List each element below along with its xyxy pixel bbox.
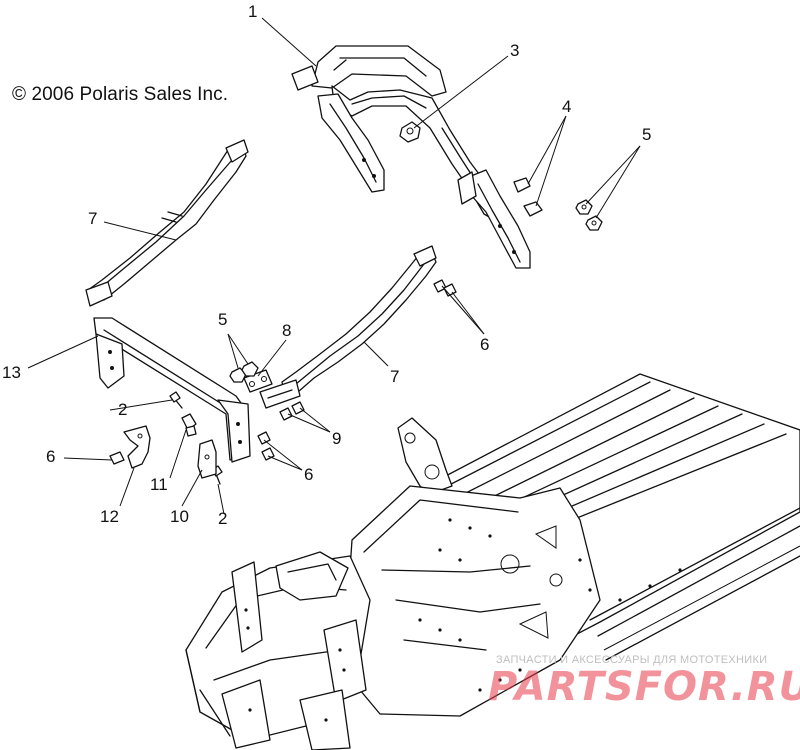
part-steering-support xyxy=(291,45,531,269)
callout-9: 9 xyxy=(332,429,342,448)
part-5-nuts-right xyxy=(575,199,603,231)
part-6-fasteners-upper xyxy=(433,279,457,297)
copyright-notice: © 2006 Polaris Sales Inc. xyxy=(12,84,229,105)
part-7-left-strut xyxy=(85,139,249,307)
callout-1: 1 xyxy=(248,2,258,21)
callout-6-upper: 6 xyxy=(480,335,490,354)
callout-12: 12 xyxy=(100,507,119,526)
callout-10: 10 xyxy=(170,507,189,526)
part-6-bolt-left xyxy=(109,451,125,465)
watermark-tagline: ЗАПЧАСТИ И АКСЕССУАРЫ ДЛЯ МОТОТЕХНИКИ xyxy=(496,654,768,666)
part-13-cross-member xyxy=(93,317,251,463)
part-9-fasteners xyxy=(279,401,305,421)
callout-7-right: 7 xyxy=(390,367,400,386)
callout-5-right: 5 xyxy=(642,125,652,144)
part-3-fastener xyxy=(399,121,421,143)
callout-2-lower: 2 xyxy=(218,509,228,528)
callout-11: 11 xyxy=(150,475,168,494)
chassis-tunnel xyxy=(185,373,800,750)
part-11-clip xyxy=(181,413,197,437)
callout-6-left: 6 xyxy=(46,447,56,466)
leader-lines xyxy=(27,17,641,515)
callout-7-left: 7 xyxy=(88,209,98,228)
callout-8: 8 xyxy=(282,321,292,340)
callout-5-middle: 5 xyxy=(218,310,228,329)
part-7-right-strut xyxy=(259,245,437,409)
callout-2-upper: 2 xyxy=(118,400,128,419)
callout-13: 13 xyxy=(2,363,21,382)
callout-4: 4 xyxy=(562,97,572,116)
watermark-logo: PARTSFOR.RU xyxy=(488,664,800,710)
part-4-bolts xyxy=(513,177,543,217)
callout-3: 3 xyxy=(510,41,520,60)
part-5-nuts-middle xyxy=(229,361,259,383)
part-10-plate xyxy=(197,439,217,479)
callout-6-middle: 6 xyxy=(304,465,314,484)
part-12-bracket xyxy=(123,425,151,469)
